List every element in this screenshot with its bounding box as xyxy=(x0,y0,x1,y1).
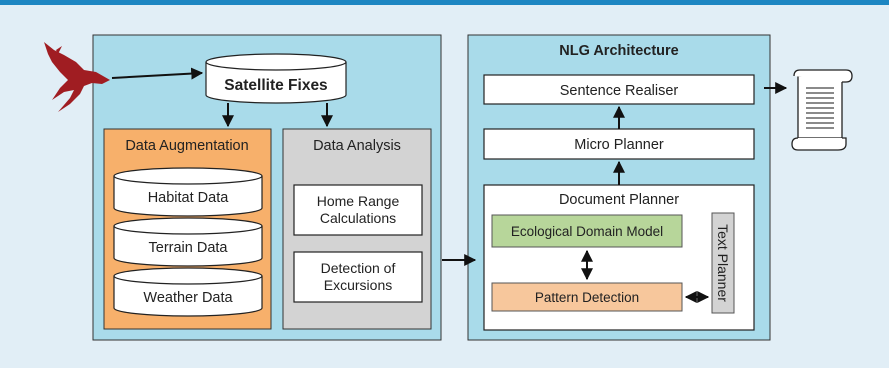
data-augmentation-title: Data Augmentation xyxy=(125,138,248,154)
excursions-line1: Detection of xyxy=(321,260,396,276)
scroll-document-icon xyxy=(791,69,853,151)
sentence-realiser-box xyxy=(483,74,755,105)
terrain-data-label: Terrain Data xyxy=(149,240,229,256)
sentence-realiser-label: Sentence Realiser xyxy=(560,83,679,99)
weather-data-label: Weather Data xyxy=(143,290,233,306)
diagram-svg: NLG Architecture Satellite Fixes Data Au… xyxy=(44,34,853,341)
ecological-domain-model-box xyxy=(491,214,683,248)
document-planner-label: Document Planner xyxy=(559,192,679,208)
home-range-line2: Calculations xyxy=(320,210,396,226)
red-kite-icon xyxy=(44,42,110,112)
weather-data-cylinder: Weather Data xyxy=(113,267,263,317)
ecological-domain-model-label: Ecological Domain Model xyxy=(511,224,663,239)
satellite-fixes-label: Satellite Fixes xyxy=(224,77,327,94)
habitat-data-cylinder: Habitat Data xyxy=(113,167,263,217)
text-planner-box xyxy=(711,212,735,314)
text-planner-label: Text Planner xyxy=(715,224,731,302)
nlg-architecture-title: NLG Architecture xyxy=(559,43,679,59)
data-analysis-title: Data Analysis xyxy=(313,138,401,154)
micro-planner-box xyxy=(483,128,755,160)
pattern-detection-box xyxy=(491,282,683,312)
bird-to-fixes-arrow xyxy=(111,67,204,80)
terrain-data-cylinder: Terrain Data xyxy=(113,217,263,267)
home-range-box xyxy=(293,184,423,236)
micro-planner-label: Micro Planner xyxy=(574,137,664,153)
habitat-data-label: Habitat Data xyxy=(148,190,230,206)
excursions-line2: Excursions xyxy=(324,277,392,293)
satellite-fixes-database: Satellite Fixes xyxy=(205,53,347,104)
home-range-line1: Home Range xyxy=(317,193,400,209)
excursions-box xyxy=(293,251,423,303)
pattern-detection-label: Pattern Detection xyxy=(535,290,639,305)
